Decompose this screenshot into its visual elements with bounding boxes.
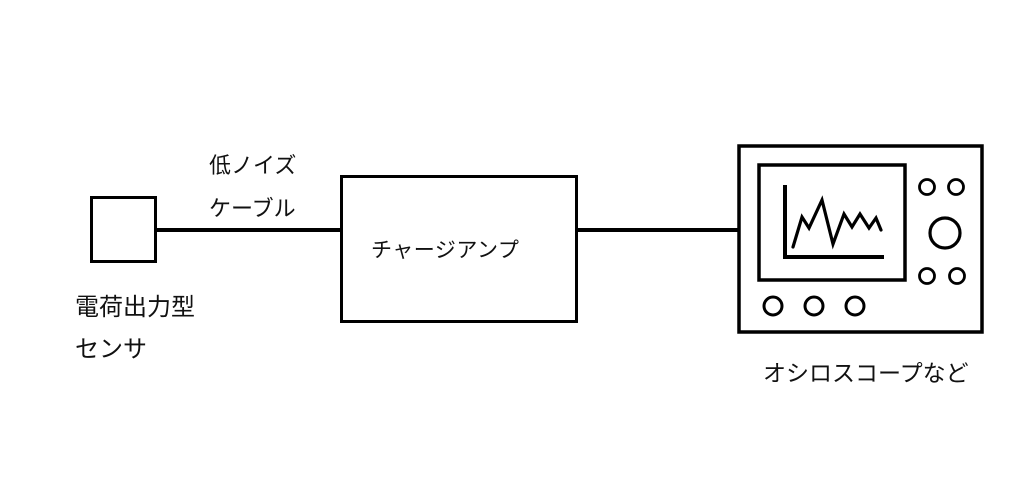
amp-to-scope-line — [577, 228, 738, 232]
knob-large — [928, 216, 962, 250]
cable-label-line1: 低ノイズ — [209, 153, 297, 178]
cable-label-line2: ケーブル — [209, 196, 296, 221]
knob-bottom-left — [918, 267, 936, 285]
sensor-label-line1: 電荷出力型 — [75, 294, 195, 321]
cable-line — [155, 228, 341, 232]
charge-amp-label: チャージアンプ — [371, 239, 520, 262]
sensor-box — [90, 196, 157, 263]
sensor-label: 電荷出力型 センサ — [75, 287, 195, 371]
knob-top-right — [947, 178, 965, 196]
knob-bottom-right — [948, 267, 966, 285]
knob-top-left — [918, 178, 936, 196]
oscilloscope-screen — [757, 163, 907, 282]
button-3 — [844, 295, 866, 317]
oscilloscope-icon — [737, 144, 984, 334]
button-1 — [762, 295, 784, 317]
oscilloscope-label: オシロスコープなど — [763, 360, 969, 386]
screen-axes — [783, 185, 884, 259]
waveform-icon — [791, 195, 883, 250]
charge-amp-box: チャージアンプ — [340, 175, 578, 323]
cable-label: 低ノイズ ケーブル — [209, 144, 296, 230]
sensor-label-line2: センサ — [75, 336, 147, 363]
button-2 — [803, 295, 825, 317]
